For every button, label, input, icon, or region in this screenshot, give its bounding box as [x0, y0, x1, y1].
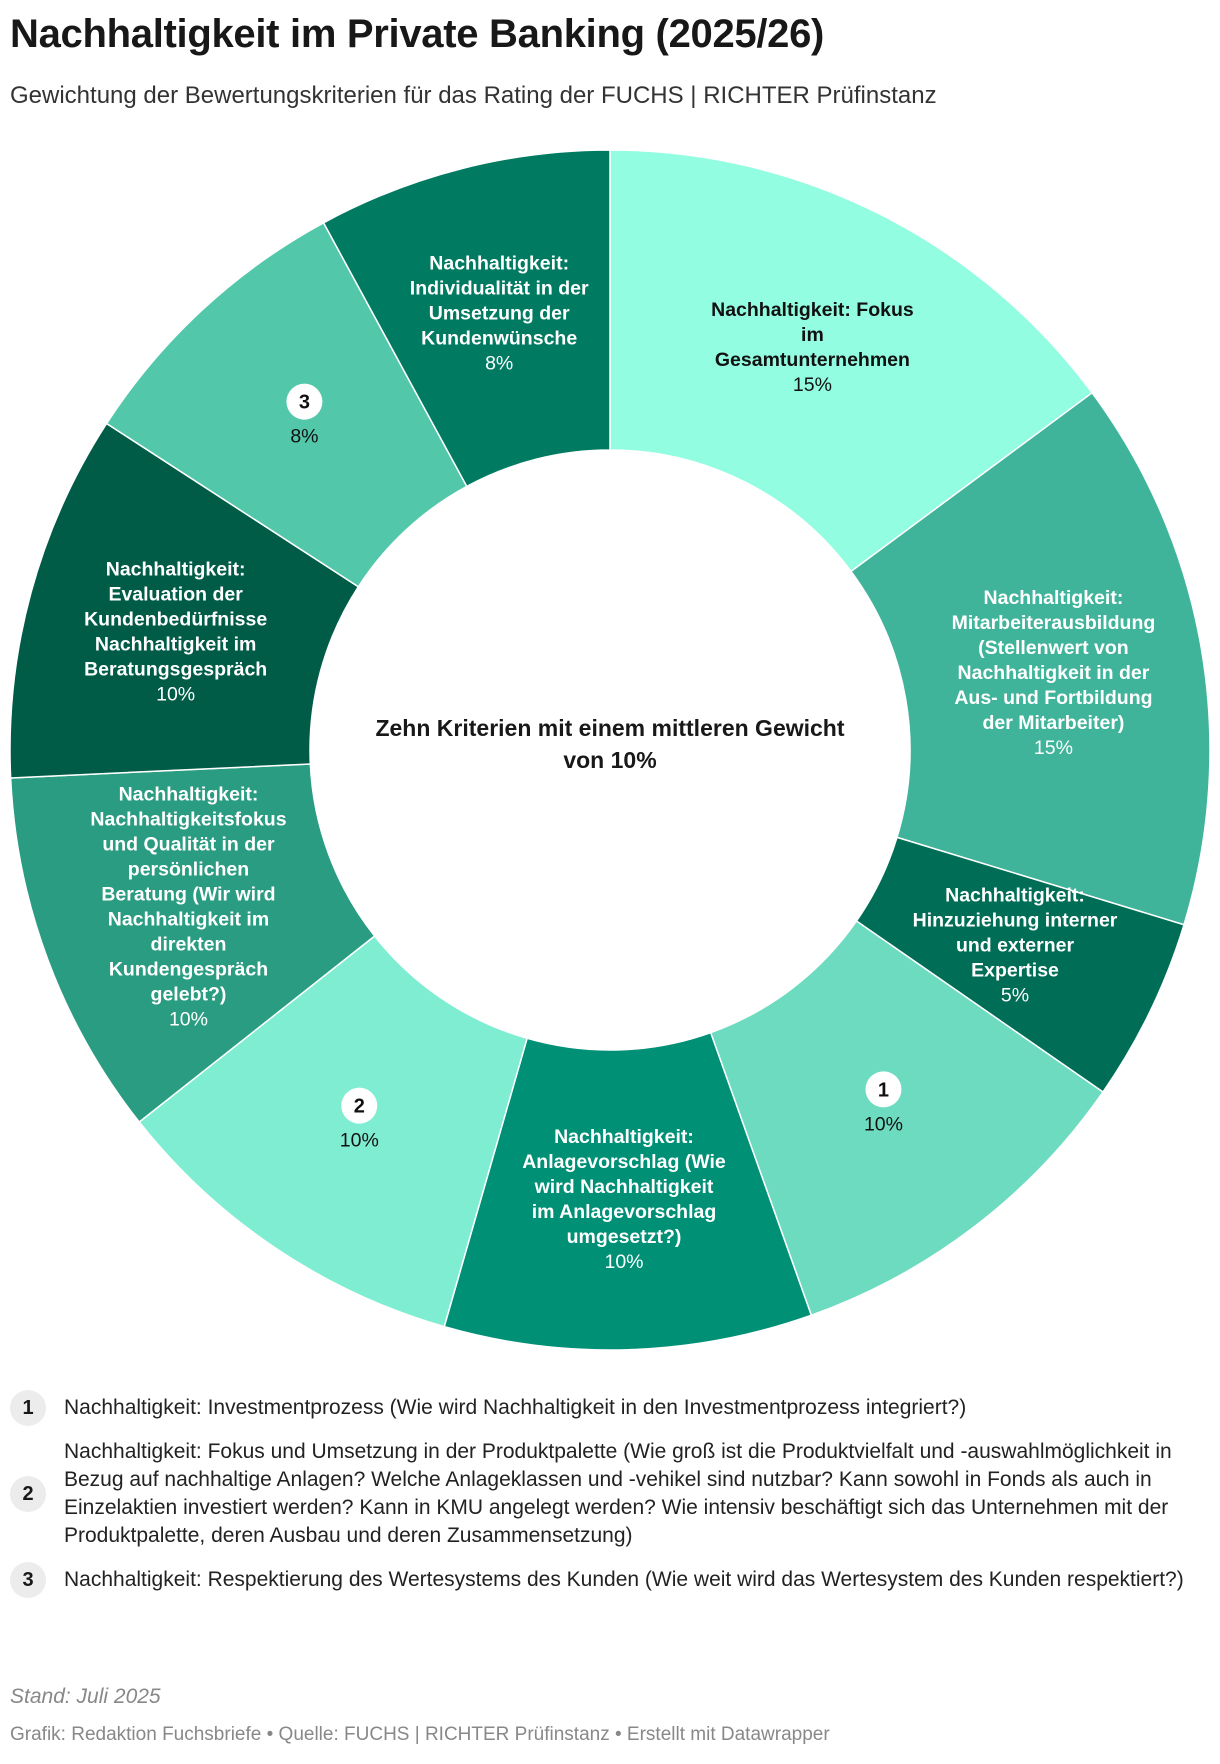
slice-badge: 2: [354, 1096, 365, 1118]
slice-label: 8%: [290, 426, 318, 448]
slice-badge: 3: [299, 392, 310, 414]
slice-label: 10%: [340, 1130, 379, 1152]
legend-badge: 2: [10, 1476, 46, 1512]
legend-badge: 1: [10, 1390, 46, 1426]
legend: 1 Nachhaltigkeit: Investmentprozess (Wie…: [10, 1390, 1200, 1610]
stand-note: Stand: Juli 2025: [10, 1685, 161, 1708]
slice-value: 10%: [169, 1009, 208, 1031]
donut-slice-6: [138, 934, 529, 1328]
legend-badge: 3: [10, 1562, 46, 1598]
legend-item: 1 Nachhaltigkeit: Investmentprozess (Wie…: [10, 1390, 1200, 1426]
legend-item: 2 Nachhaltigkeit: Fokus und Umsetzung in…: [10, 1438, 1200, 1550]
center-label: Zehn Kriterien mit einem mittleren Gewic…: [375, 715, 844, 773]
slice-value: 10%: [156, 683, 195, 705]
slice-value: 8%: [485, 352, 513, 374]
slice-value: 15%: [1034, 737, 1073, 759]
slice-value: 10%: [864, 1113, 903, 1135]
donut-slice-7: [9, 763, 376, 1124]
donut-slice-10: [322, 149, 611, 488]
donut-slice-8: [9, 422, 360, 779]
slice-value: 15%: [793, 374, 832, 396]
legend-text: Nachhaltigkeit: Respektierung des Wertes…: [64, 1568, 1184, 1591]
slice-value: 8%: [290, 426, 318, 448]
slice-value: 5%: [1001, 985, 1029, 1007]
slice-badge-circle: [341, 1087, 378, 1124]
slice-value: 10%: [604, 1251, 643, 1273]
legend-item: 3 Nachhaltigkeit: Respektierung des Wert…: [10, 1562, 1200, 1598]
donut-slice-4: [709, 919, 1105, 1317]
legend-text: Nachhaltigkeit: Fokus und Umsetzung in d…: [64, 1440, 1172, 1547]
slice-badge-circle: [286, 383, 323, 420]
slice-label: 10%: [864, 1113, 903, 1135]
footer-credits: Grafik: Redaktion Fuchsbriefe • Quelle: …: [10, 1724, 830, 1745]
slice-badge-circle: [865, 1071, 902, 1108]
slice-value: 10%: [340, 1130, 379, 1152]
slice-badge: 1: [878, 1079, 889, 1101]
legend-text: Nachhaltigkeit: Investmentprozess (Wie w…: [64, 1396, 967, 1419]
chart-subtitle: Gewichtung der Bewertungskriterien für d…: [10, 82, 937, 109]
slice-label: Nachhaltigkeit:Mitarbeiterausbildung(Ste…: [952, 587, 1156, 759]
donut-slice-5: [443, 1031, 813, 1351]
donut-slice-1: [609, 149, 1094, 573]
chart-title: Nachhaltigkeit im Private Banking (2025/…: [10, 12, 825, 56]
donut-slice-2: [850, 391, 1211, 926]
